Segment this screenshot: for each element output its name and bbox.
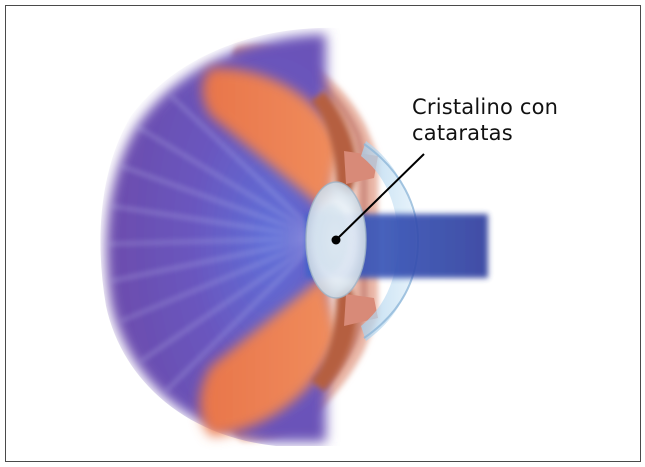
diagram-frame: Cristalino con cataratas [5, 5, 641, 462]
label-line-1: Cristalino con [412, 94, 558, 120]
pointer-dot [332, 236, 341, 245]
cataract-lens-label: Cristalino con cataratas [412, 94, 558, 146]
eye-cross-section-illustration [6, 6, 640, 461]
label-line-2: cataratas [412, 120, 558, 146]
